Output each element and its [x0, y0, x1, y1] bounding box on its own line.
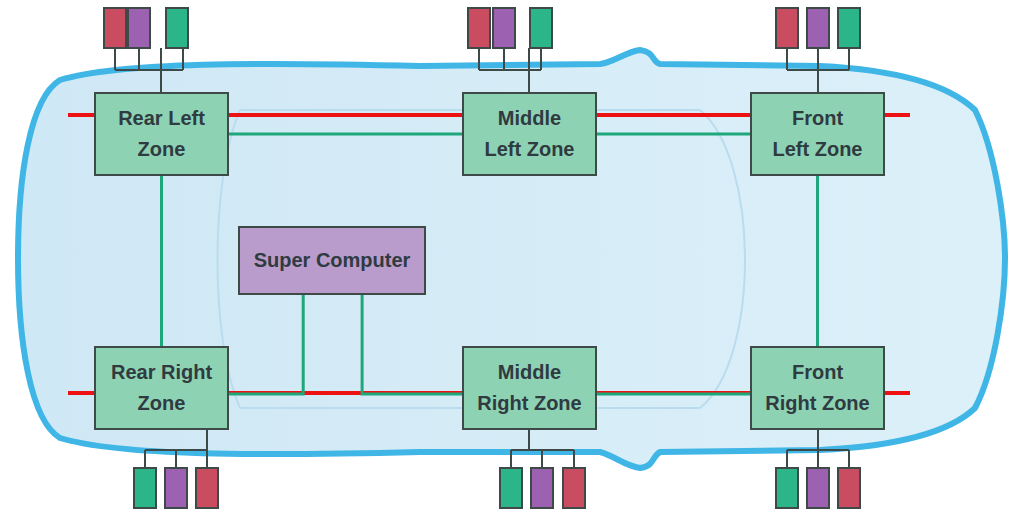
node-label: Front Right Zone: [757, 357, 878, 419]
network-link: [229, 295, 303, 394]
network-link: [597, 393, 750, 396]
network-link: [160, 176, 163, 346]
car-body: [18, 50, 1005, 468]
zone-box: Middle Right Zone: [462, 346, 597, 430]
node-label: Front Left Zone: [757, 103, 878, 165]
node-label: Rear Right Zone: [101, 357, 222, 419]
sensor-blocks: [104, 8, 860, 508]
network-link: [597, 133, 750, 136]
computer-box: Super Computer: [238, 226, 426, 295]
zone-box: Rear Left Zone: [94, 92, 229, 176]
network-link: [362, 295, 462, 394]
network-link: [816, 176, 819, 346]
node-label: Middle Left Zone: [469, 103, 590, 165]
zone-box: Middle Left Zone: [462, 92, 597, 176]
zone-box: Front Left Zone: [750, 92, 885, 176]
zone-box: Rear Right Zone: [94, 346, 229, 430]
node-label: Middle Right Zone: [469, 357, 590, 419]
zone-box: Front Right Zone: [750, 346, 885, 430]
network-link: [229, 133, 462, 136]
node-label: Super Computer: [254, 245, 411, 276]
node-label: Rear Left Zone: [101, 103, 222, 165]
